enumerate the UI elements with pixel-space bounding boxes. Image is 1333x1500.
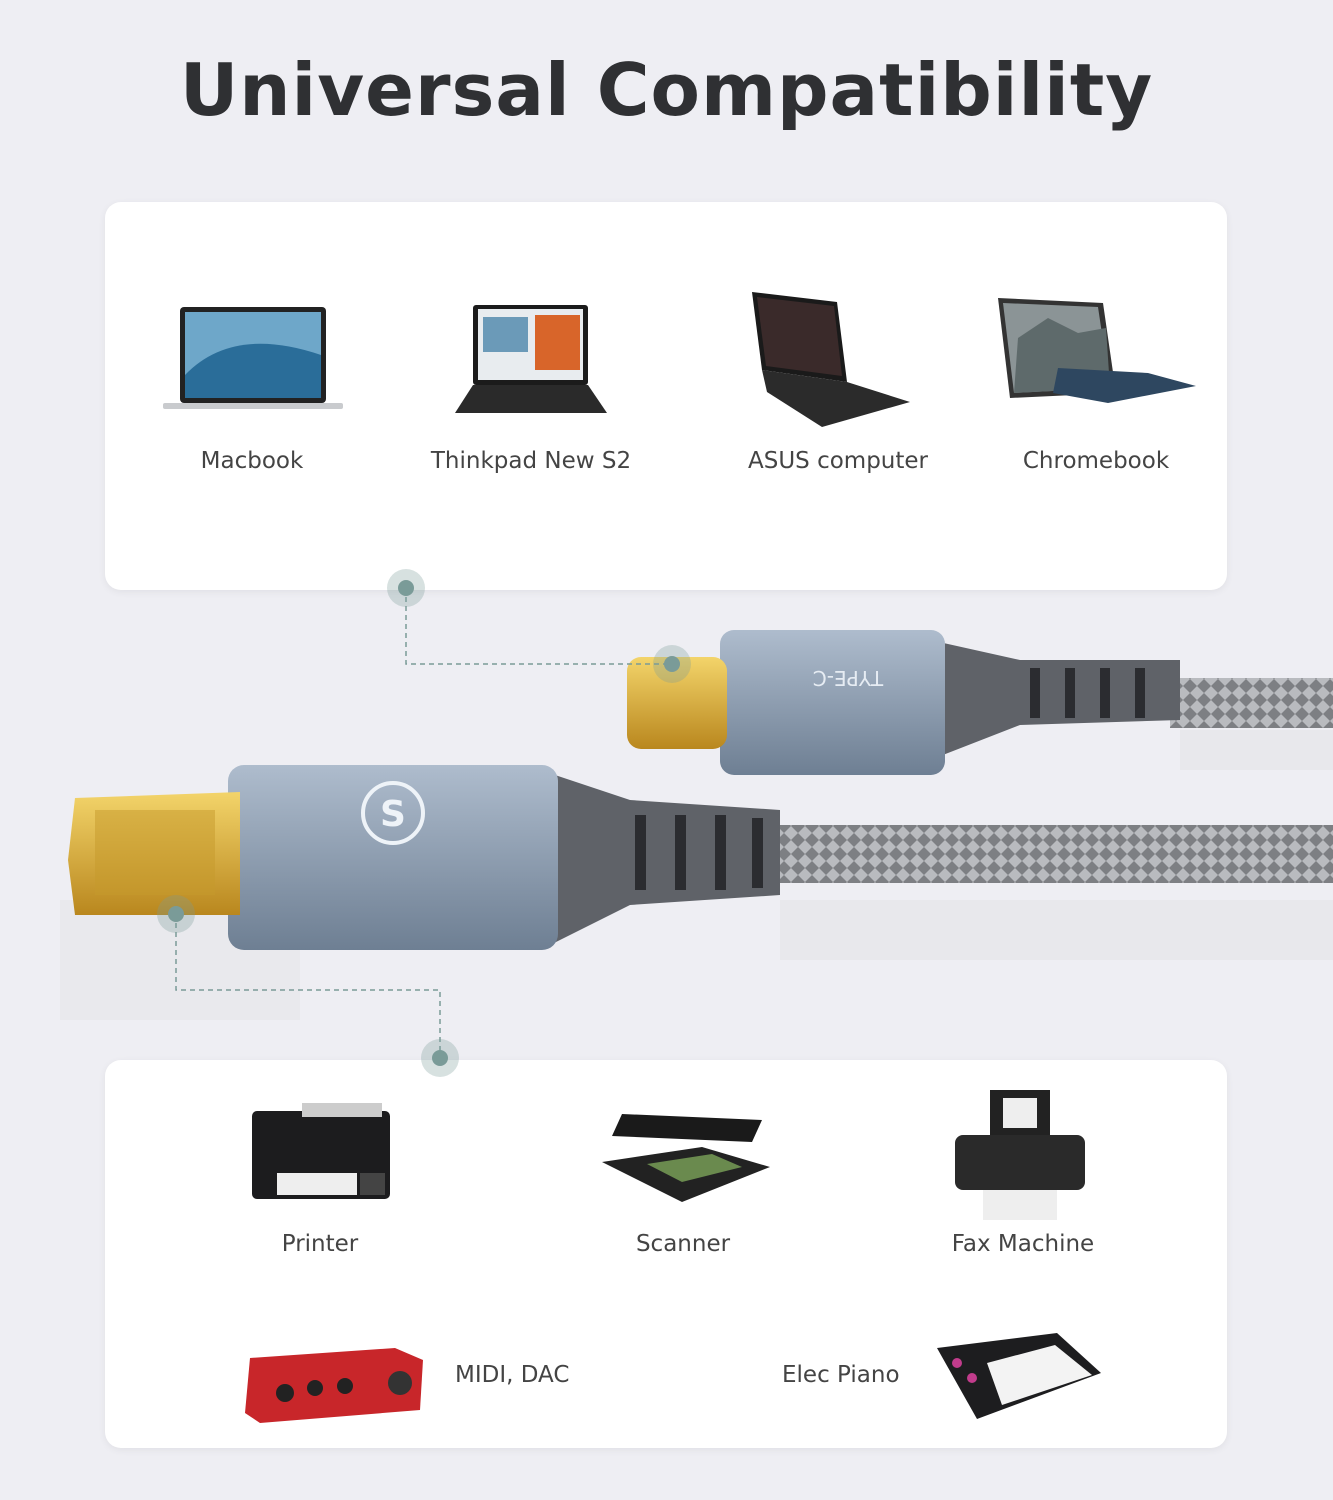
device-label-printer: Printer <box>281 1231 359 1257</box>
computer-label-macbook: Macbook <box>200 448 304 474</box>
computer-label-thinkpad: Thinkpad New S2 <box>430 448 632 474</box>
scanner-icon <box>602 1114 770 1202</box>
printer-icon <box>252 1103 390 1199</box>
chromebook-icon <box>998 298 1196 403</box>
device-label-midi-dac: MIDI, DAC <box>455 1362 570 1388</box>
device-label-elec-piano: Elec Piano <box>782 1362 900 1388</box>
device-label-scanner: Scanner <box>635 1231 731 1257</box>
usb-b-to-type-c-cable: TYPE-C S <box>60 569 1333 1077</box>
macbook-icon <box>163 307 343 409</box>
device-label-fax: Fax Machine <box>951 1231 1095 1257</box>
callout-dot <box>157 569 691 1077</box>
computer-label-asus: ASUS computer <box>747 448 929 474</box>
page-title: Universal Compatibility <box>179 48 1154 132</box>
thinkpad-icon <box>455 305 607 413</box>
brand-logo: S <box>380 794 406 835</box>
type-c-label: TYPE-C <box>813 666 884 690</box>
asus-laptop-icon <box>752 292 910 427</box>
midi-keyboard-icon <box>937 1333 1101 1419</box>
audio-interface-icon <box>245 1348 423 1423</box>
computer-label-chromebook: Chromebook <box>1022 448 1170 474</box>
fax-icon <box>955 1090 1085 1220</box>
